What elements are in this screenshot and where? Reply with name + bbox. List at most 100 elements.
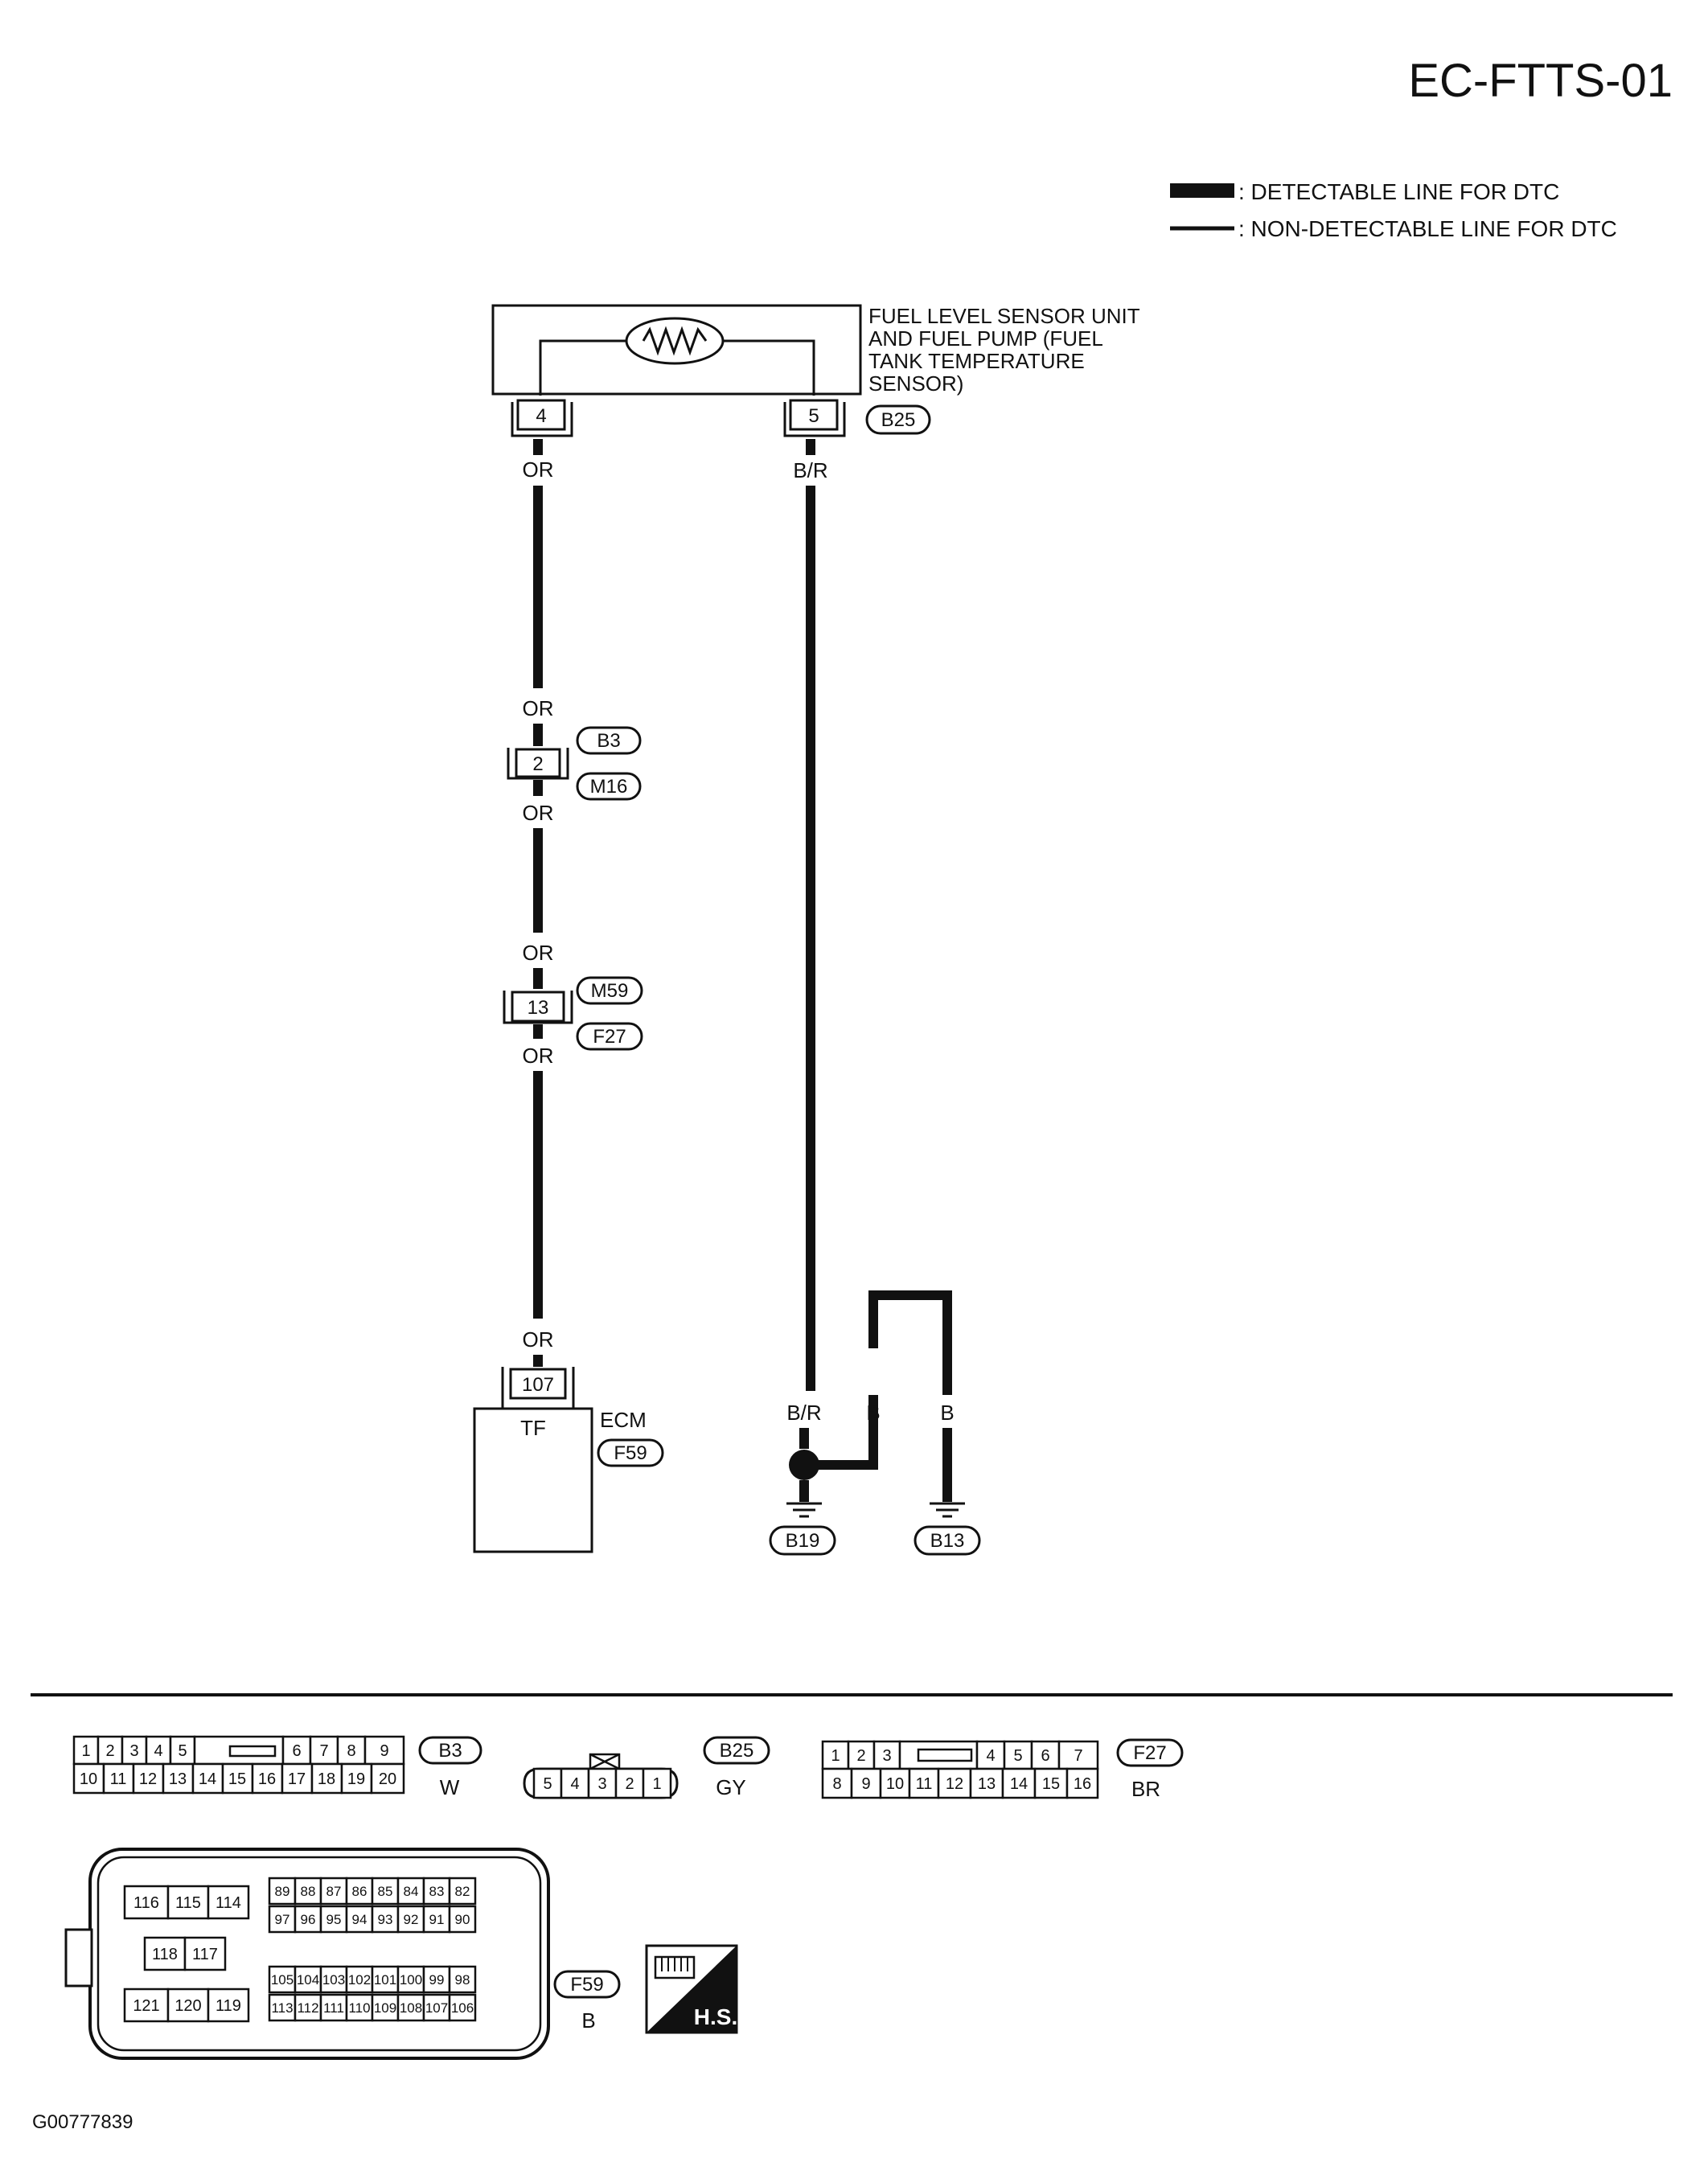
connector-bracket bbox=[503, 991, 573, 1024]
b25-pin: 5 bbox=[543, 1775, 552, 1793]
badge-oval bbox=[576, 726, 642, 755]
f59-pin: 114 bbox=[216, 1894, 241, 1912]
f27-pin: 5 bbox=[1013, 1747, 1022, 1765]
legend-detectable: : DETECTABLE LINE FOR DTC bbox=[1238, 179, 1559, 204]
f59-pin: 86 bbox=[352, 1884, 367, 1899]
ecm-name: ECM bbox=[600, 1408, 647, 1432]
f59-pin: 82 bbox=[455, 1884, 470, 1899]
f27-pin: 8 bbox=[832, 1775, 841, 1793]
connector-bracket bbox=[783, 402, 846, 437]
f59-pin: 95 bbox=[326, 1912, 342, 1927]
f27-pin: 4 bbox=[986, 1747, 995, 1765]
b3-pin: 1 bbox=[81, 1742, 90, 1760]
f59-pin: 111 bbox=[323, 2000, 344, 2016]
connector-badge-m59: M59 bbox=[576, 976, 643, 1005]
f59-face-badge bbox=[553, 1970, 621, 1999]
b3-pin: 17 bbox=[288, 1770, 306, 1788]
wire-color-br-2: B/R bbox=[786, 1401, 821, 1425]
f59-pin: 88 bbox=[301, 1884, 316, 1899]
connector-badge-b3: B3 bbox=[576, 726, 642, 755]
ecm-terminal-label: TF bbox=[520, 1416, 546, 1440]
sensor-internal-wire-left bbox=[539, 339, 627, 396]
f27-pin: 11 bbox=[916, 1775, 933, 1793]
f59-pin: 97 bbox=[275, 1912, 290, 1927]
f27-pin: 3 bbox=[882, 1747, 891, 1765]
connector-badge-f59: F59 bbox=[597, 1438, 664, 1467]
f59-pin: 87 bbox=[326, 1884, 342, 1899]
pin-number: 13 bbox=[528, 997, 549, 1019]
hs-diagonal-fill bbox=[647, 1946, 737, 2033]
f59-housing-inner bbox=[96, 1856, 542, 2052]
f59-pin: 121 bbox=[133, 1997, 159, 2015]
f59-pin: 119 bbox=[216, 1997, 241, 2015]
f59-pin: 115 bbox=[175, 1894, 201, 1912]
f59-pin: 108 bbox=[400, 2000, 422, 2016]
b25-pin: 3 bbox=[597, 1775, 606, 1793]
b25-pin: 4 bbox=[570, 1775, 579, 1793]
f59-pin: 94 bbox=[352, 1912, 367, 1927]
page-code: EC-FTTS-01 bbox=[1408, 55, 1673, 107]
pin-box bbox=[515, 748, 561, 778]
f59-pin: 101 bbox=[374, 1972, 396, 1988]
f27-lock-tab bbox=[917, 1748, 973, 1762]
b3-lock-tab bbox=[228, 1745, 277, 1758]
connector-face-f27: 1 2 3 4 5 6 7 8 9 10 11 12 13 14 15 16 F… bbox=[821, 1738, 1184, 1801]
f27-face-badge bbox=[1116, 1738, 1184, 1767]
f59-pin: 118 bbox=[152, 1946, 178, 1963]
badge-text: B25 bbox=[881, 409, 916, 431]
badge-oval bbox=[576, 1022, 643, 1051]
b3-pin: 11 bbox=[110, 1770, 127, 1788]
sensor-label-line-2: AND FUEL PUMP (FUEL bbox=[868, 326, 1103, 351]
wire-b-loop bbox=[868, 1290, 952, 1395]
badge-text: M16 bbox=[590, 776, 628, 798]
f59-side-latch bbox=[64, 1928, 93, 1988]
wire-color-br-1: B/R bbox=[793, 458, 827, 482]
b3-pin: 15 bbox=[228, 1770, 246, 1788]
badge-text: F27 bbox=[593, 1026, 626, 1048]
splice-point bbox=[789, 1450, 819, 1480]
badge-text: B19 bbox=[786, 1530, 820, 1552]
b3-pin: 6 bbox=[292, 1742, 301, 1760]
f27-pin: 15 bbox=[1042, 1775, 1060, 1793]
f27-pin: 13 bbox=[978, 1775, 996, 1793]
b3-pin: 2 bbox=[105, 1742, 114, 1760]
f59-pin: 103 bbox=[322, 1972, 345, 1988]
connector-face-b25: 5 4 3 2 1 B25 GY bbox=[523, 1736, 770, 1799]
legend: : DETECTABLE LINE FOR DTC : NON-DETECTAB… bbox=[1170, 179, 1617, 241]
f27-pin: 10 bbox=[886, 1775, 904, 1793]
badge-oval bbox=[769, 1525, 836, 1556]
badge-text: F59 bbox=[614, 1442, 647, 1464]
pin-number: 5 bbox=[808, 405, 819, 427]
f59-pin: 107 bbox=[425, 2000, 448, 2016]
b25-face-id: B25 bbox=[720, 1740, 754, 1762]
f27-pin: 12 bbox=[946, 1775, 963, 1793]
f27-face-id: F27 bbox=[1133, 1742, 1166, 1764]
f59-pin: 84 bbox=[404, 1884, 419, 1899]
f59-pin: 102 bbox=[348, 1972, 371, 1988]
figure-id: G00777839 bbox=[32, 2111, 133, 2133]
f59-pin: 104 bbox=[297, 1972, 319, 1988]
ground-symbol-icon bbox=[786, 1502, 822, 1518]
b3-face-badge bbox=[418, 1736, 482, 1765]
wire-b-splice-riser bbox=[804, 1395, 878, 1470]
b3-pin: 18 bbox=[318, 1770, 335, 1788]
f59-pin: 112 bbox=[297, 2000, 318, 2016]
f59-pin: 91 bbox=[429, 1912, 445, 1927]
pin-number: 2 bbox=[532, 753, 543, 775]
b3-pin: 14 bbox=[199, 1770, 216, 1788]
b3-pin: 10 bbox=[80, 1770, 97, 1788]
f27-pin: 16 bbox=[1074, 1775, 1091, 1793]
b3-row1-left: 1 2 3 4 5 bbox=[72, 1735, 285, 1766]
ecm-box bbox=[473, 1407, 593, 1553]
detectable-line-swatch bbox=[1170, 183, 1234, 198]
wire-color-b-2: B bbox=[940, 1401, 954, 1425]
fuel-level-sensor-unit: FUEL LEVEL SENSOR UNIT AND FUEL PUMP (FU… bbox=[491, 304, 1140, 396]
badge-text: B13 bbox=[930, 1530, 965, 1552]
hs-connector-glyph bbox=[654, 1955, 696, 1979]
sensor-label-line-1: FUEL LEVEL SENSOR UNIT bbox=[868, 304, 1140, 328]
harness-symbol-icon: H.S. bbox=[645, 1944, 738, 2034]
ground-badge-b13: B13 bbox=[914, 1525, 981, 1556]
sensor-internal-wire-right bbox=[722, 339, 815, 396]
b3-row1-right: 6 7 8 9 bbox=[281, 1735, 405, 1766]
b25-pin: 2 bbox=[625, 1775, 634, 1793]
